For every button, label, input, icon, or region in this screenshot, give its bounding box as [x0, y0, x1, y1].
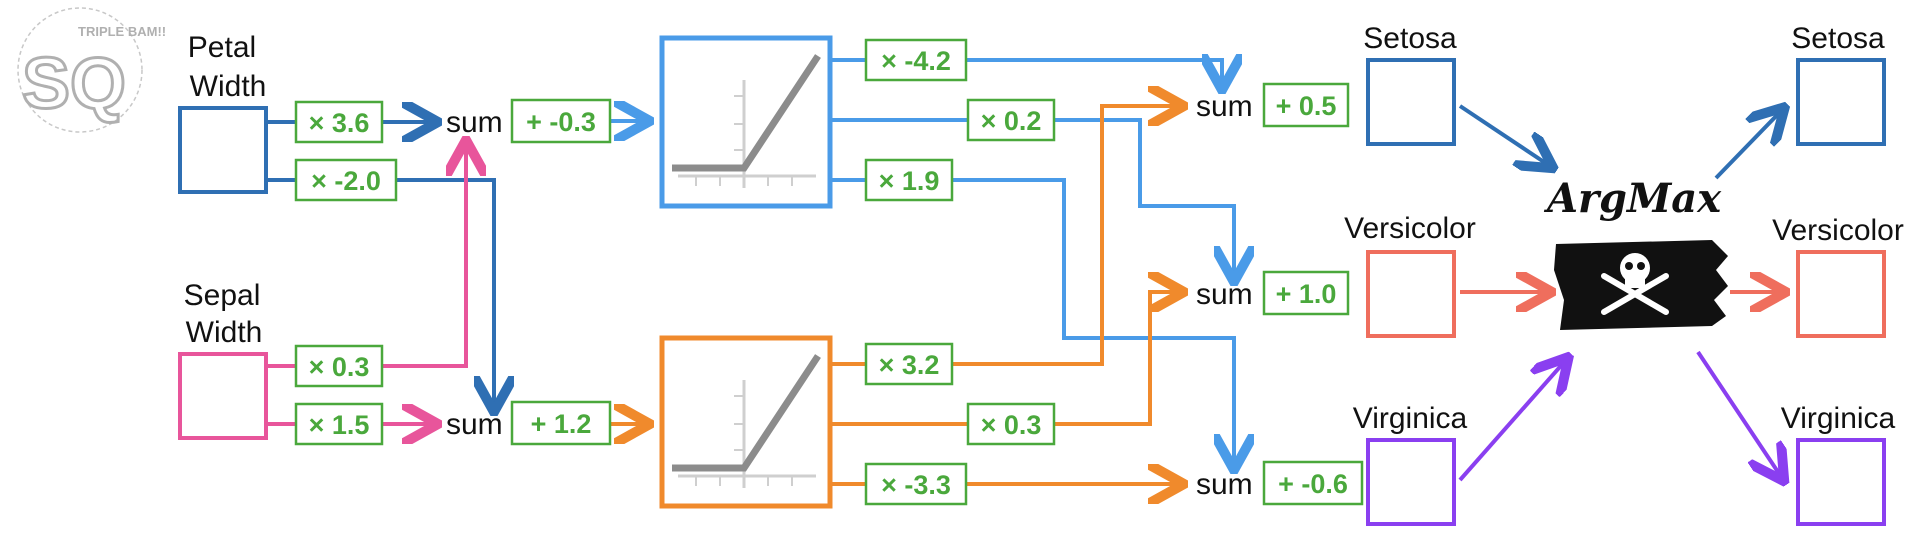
bias-box: [1262, 270, 1350, 316]
weight-box: [966, 98, 1056, 142]
weight-value: × 1.9: [879, 166, 940, 196]
bias-value: + -0.3: [526, 107, 596, 137]
final-output-label: Setosa: [1791, 22, 1885, 55]
weight-value: × 0.3: [309, 352, 370, 382]
weight-value: × -2.0: [311, 166, 381, 196]
output-node-box: [1366, 58, 1456, 146]
sum-label: sum: [446, 408, 503, 441]
layer2-weights: × -4.2 × 0.2 × 1.9 × 3.2 × 0.3 × -3.3: [864, 38, 1056, 506]
edge-blue-virginica: [830, 178, 1234, 466]
weight-box: [966, 402, 1056, 446]
bias-value: + 1.2: [531, 409, 592, 439]
relu-graph-icon: [672, 54, 821, 188]
final-output-node-box: [1796, 438, 1886, 526]
final-output-label: Versicolor: [1772, 214, 1904, 247]
relu-graph-icon: [672, 354, 821, 488]
output-label: Setosa: [1363, 22, 1457, 55]
final-output-node-box: [1796, 58, 1886, 146]
logo-letters: SQ: [22, 44, 126, 124]
input-node-box: [178, 352, 268, 440]
input-label-line: Petal: [188, 31, 256, 64]
statquest-logo: SQ TRIPLE BAM!!: [17, 7, 166, 133]
final-output-virginica: Virginica: [1781, 402, 1896, 526]
final-output-node-box: [1796, 250, 1886, 338]
weight-box: [864, 38, 968, 82]
bias-box: [510, 400, 612, 446]
output-node-box: [1366, 250, 1456, 338]
relu-node-top: [659, 35, 833, 209]
output-versicolor: Versicolor: [1344, 212, 1476, 338]
weight-box: [294, 100, 384, 144]
bias-box: [1262, 460, 1364, 506]
input-label-line: Width: [190, 70, 267, 103]
final-output-setosa: Setosa: [1791, 22, 1886, 146]
layer2-sum-virginica: sum + -0.6: [1196, 460, 1364, 506]
edge-virginica-argmax: [1458, 360, 1566, 482]
weight-value: × -3.3: [881, 470, 951, 500]
bias-box: [1262, 82, 1350, 128]
output-setosa: Setosa: [1363, 22, 1457, 146]
output-label: Virginica: [1353, 402, 1468, 435]
relu-node-box: [659, 35, 833, 209]
weight-value: × 1.5: [309, 410, 370, 440]
layer1-sum-bottom: sum + 1.2: [446, 400, 612, 446]
edge-setosa-argmax: [1458, 104, 1550, 166]
input-label-line: Sepal: [184, 279, 261, 312]
argmax-node: ArgMax: [1543, 175, 1728, 330]
bias-value: + 0.5: [1276, 91, 1337, 121]
argmax-label: ArgMax: [1543, 175, 1722, 222]
bias-value: + 1.0: [1276, 279, 1337, 309]
edge-argmax-virginica: [1696, 350, 1782, 478]
weight-value: × 0.3: [981, 410, 1042, 440]
input-node-box: [178, 106, 268, 194]
layer1-sum-top: sum + -0.3: [446, 98, 612, 144]
logo-subtext: TRIPLE BAM!!: [78, 24, 166, 39]
relu-node-bottom: [659, 335, 833, 509]
weight-value: × 3.2: [879, 350, 940, 380]
layer2-sum-setosa: sum + 0.5: [1196, 82, 1350, 128]
argmax-connections: [1458, 104, 1782, 482]
layer1-weights: × 3.6 × -2.0 × 0.3 × 1.5: [294, 100, 398, 446]
output-node-box: [1366, 438, 1456, 526]
weight-box: [294, 158, 398, 202]
bias-box: [510, 98, 612, 144]
weight-box: [864, 462, 968, 506]
weight-value: × 0.2: [981, 106, 1042, 136]
bias-value: + -0.6: [1278, 469, 1348, 499]
sum-label: sum: [446, 106, 503, 139]
output-virginica: Virginica: [1353, 402, 1468, 526]
weight-value: × -4.2: [881, 46, 951, 76]
input-sepal-width: Sepal Width: [178, 279, 268, 440]
sum-label: sum: [1196, 468, 1253, 501]
relu-node-box: [659, 335, 833, 509]
weight-box: [864, 158, 954, 202]
weight-value: × 3.6: [309, 108, 370, 138]
edge-argmax-setosa: [1714, 110, 1782, 180]
layer2-sum-versicolor: sum + 1.0: [1196, 270, 1350, 316]
output-label: Versicolor: [1344, 212, 1476, 245]
input-label-line: Width: [186, 316, 263, 349]
final-output-versicolor: Versicolor: [1772, 214, 1904, 338]
sum-label: sum: [1196, 90, 1253, 123]
input-petal-width: Petal Width: [178, 31, 268, 194]
skull-crossbones-icon: [1601, 253, 1669, 315]
weight-box: [294, 344, 384, 388]
sum-label: sum: [1196, 278, 1253, 311]
weight-box: [294, 402, 384, 446]
weight-box: [864, 342, 954, 386]
final-output-label: Virginica: [1781, 402, 1896, 435]
edge-orange-setosa: [830, 106, 1180, 366]
